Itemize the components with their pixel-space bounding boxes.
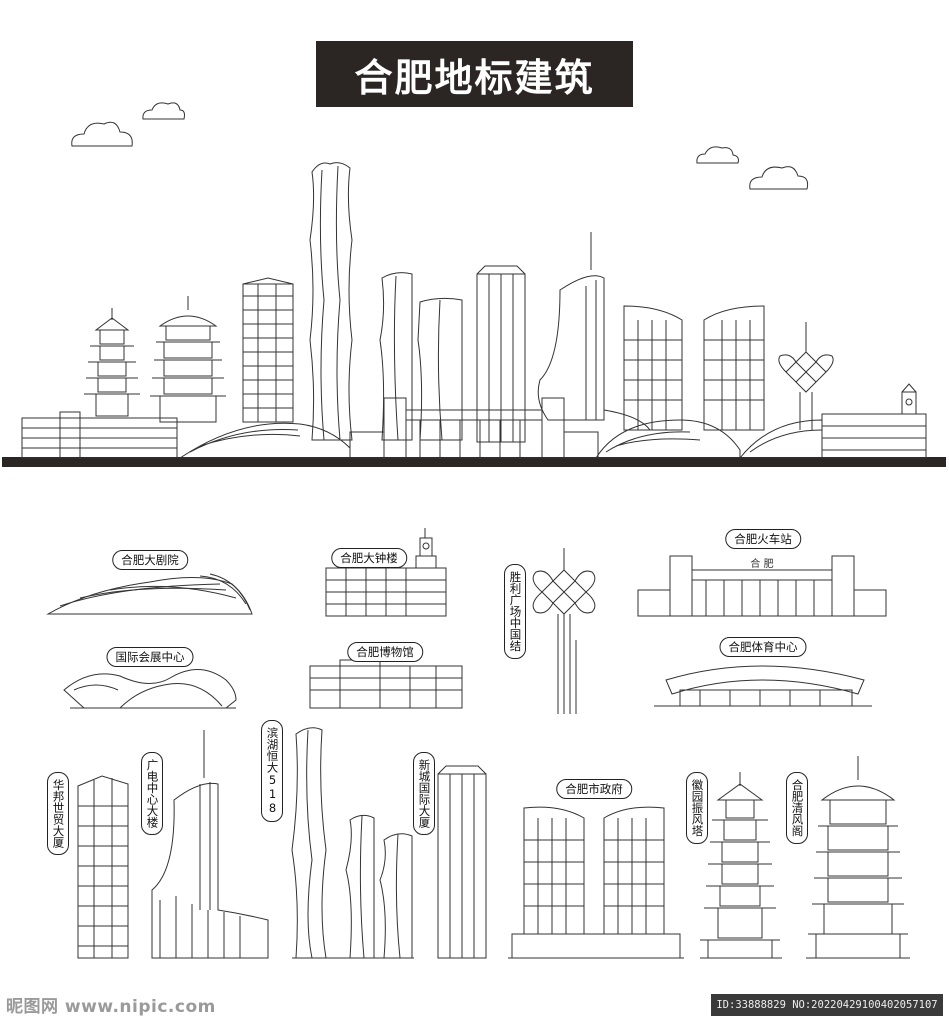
cloud-icon [71,121,133,147]
label-expo-center: 国际会展中心 [106,647,194,667]
clock-tower [325,528,447,617]
cloud-icon [142,102,185,120]
museum [309,659,463,709]
station-sign: 合 肥 [750,557,773,570]
broadcast-tower [151,730,269,959]
grand-theatre [46,573,253,615]
label-city-hall: 合肥市政府 [556,779,632,799]
skyline [2,162,946,467]
label-broadcast-tower: 广电中心大楼 [141,752,163,835]
label-grand-theatre: 合肥大剧院 [112,550,188,570]
binhu-tower [291,727,414,959]
label-xincheng: 新城国际大厦 [413,752,435,835]
cloud-icon [696,146,739,164]
label-qingfeng-pavilion: 合肥清风阁 [786,772,808,844]
railway-station [637,555,887,617]
label-museum: 合肥博物馆 [347,642,423,662]
watermark-id: ID:33888829 NO:20220429100402057107 [711,994,943,1016]
label-huabang: 华邦世贸大厦 [47,772,69,855]
label-zhenfeng-pagoda: 徽园振风塔 [686,772,708,844]
page-title: 合肥地标建筑 [316,41,633,107]
xincheng-tower [437,765,487,959]
city-hall [508,806,684,959]
cloud-icon [749,166,809,190]
label-sports-center: 合肥体育中心 [719,637,807,657]
label-binhu-518: 滨湖恒大518 [261,720,283,822]
expo-center [63,669,237,709]
label-chinese-knot: 胜利广场中国结 [504,564,526,659]
zhenfeng-pagoda [700,772,782,959]
watermark-site: 昵图网 www.nipic.com [6,997,216,1017]
sports-center [654,665,872,707]
huabang-tower [77,775,129,959]
label-railway-station: 合肥火车站 [725,529,801,549]
chinese-knot [532,548,596,714]
qingfeng-pavilion [806,756,910,959]
label-clock-tower: 合肥大钟楼 [331,548,407,568]
